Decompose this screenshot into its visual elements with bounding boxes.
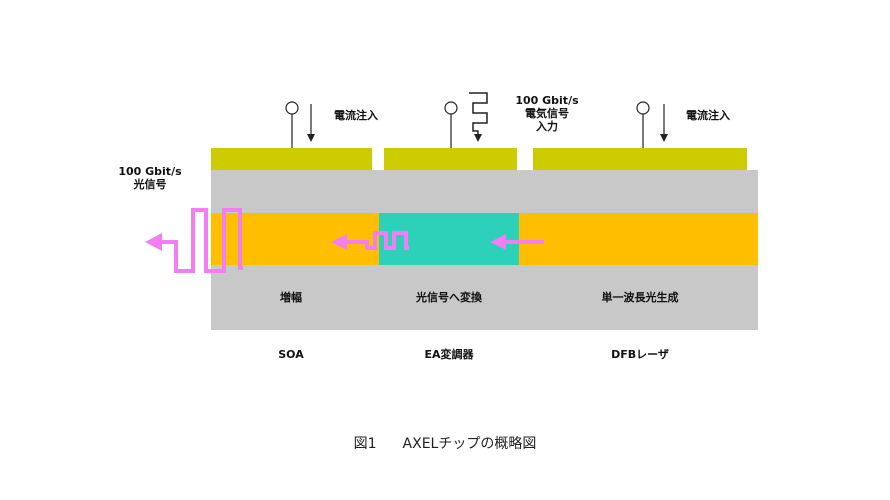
modulated-light-arrow xyxy=(331,231,409,250)
probe-ea xyxy=(444,92,488,148)
probe-soa-contact xyxy=(285,101,299,115)
probe-dfb xyxy=(636,101,668,148)
label-region-soa: 増幅 xyxy=(280,291,302,304)
electrode-soa xyxy=(211,148,372,170)
output-kind: 光信号 xyxy=(133,178,167,191)
amplified-light-head xyxy=(145,233,162,251)
amplified-light-arrow xyxy=(145,208,243,273)
cw-light-head xyxy=(490,234,506,250)
modulated-light-waveform xyxy=(345,231,409,250)
section-label-dfb: DFBレーザ xyxy=(611,348,669,361)
electrode-ea xyxy=(384,148,517,170)
probe-soa xyxy=(285,101,315,148)
label-current-injection-soa: 電流注入 xyxy=(334,109,378,122)
label-electrical-signal-input: 100 Gbit/s 電気信号 入力 xyxy=(506,94,588,133)
section-label-soa: SOA xyxy=(278,348,304,361)
label-current-injection-dfb: 電流注入 xyxy=(686,109,730,122)
signal-kind: 電気信号 xyxy=(525,107,569,120)
amplified-light-waveform xyxy=(160,208,243,273)
current-arrow-soa-head xyxy=(307,134,315,142)
probe-dfb-contact xyxy=(636,101,650,115)
label-optical-signal-output: 100 Gbit/s 光信号 xyxy=(110,165,190,191)
figure-number: 図1 xyxy=(353,436,377,452)
signal-action: 入力 xyxy=(536,120,558,133)
current-arrow-dfb-head xyxy=(660,134,668,142)
electrical-signal-waveform xyxy=(469,92,488,136)
figure-title: AXELチップの概略図 xyxy=(402,436,537,452)
probe-ea-contact xyxy=(444,101,458,115)
figure-caption: 図1 AXELチップの概略図 xyxy=(0,433,890,453)
signal-rate: 100 Gbit/s xyxy=(515,94,579,107)
output-rate: 100 Gbit/s xyxy=(118,165,182,178)
electrical-signal-arrow-head xyxy=(474,134,482,142)
section-label-ea: EA変調器 xyxy=(424,348,474,361)
cw-light-arrow xyxy=(490,234,544,250)
label-region-ea: 光信号へ変換 xyxy=(416,291,482,304)
label-region-dfb: 単一波長光生成 xyxy=(601,291,679,304)
electrode-dfb xyxy=(533,148,747,170)
ea-modulator-region xyxy=(379,213,519,265)
modulated-light-head xyxy=(331,234,347,250)
